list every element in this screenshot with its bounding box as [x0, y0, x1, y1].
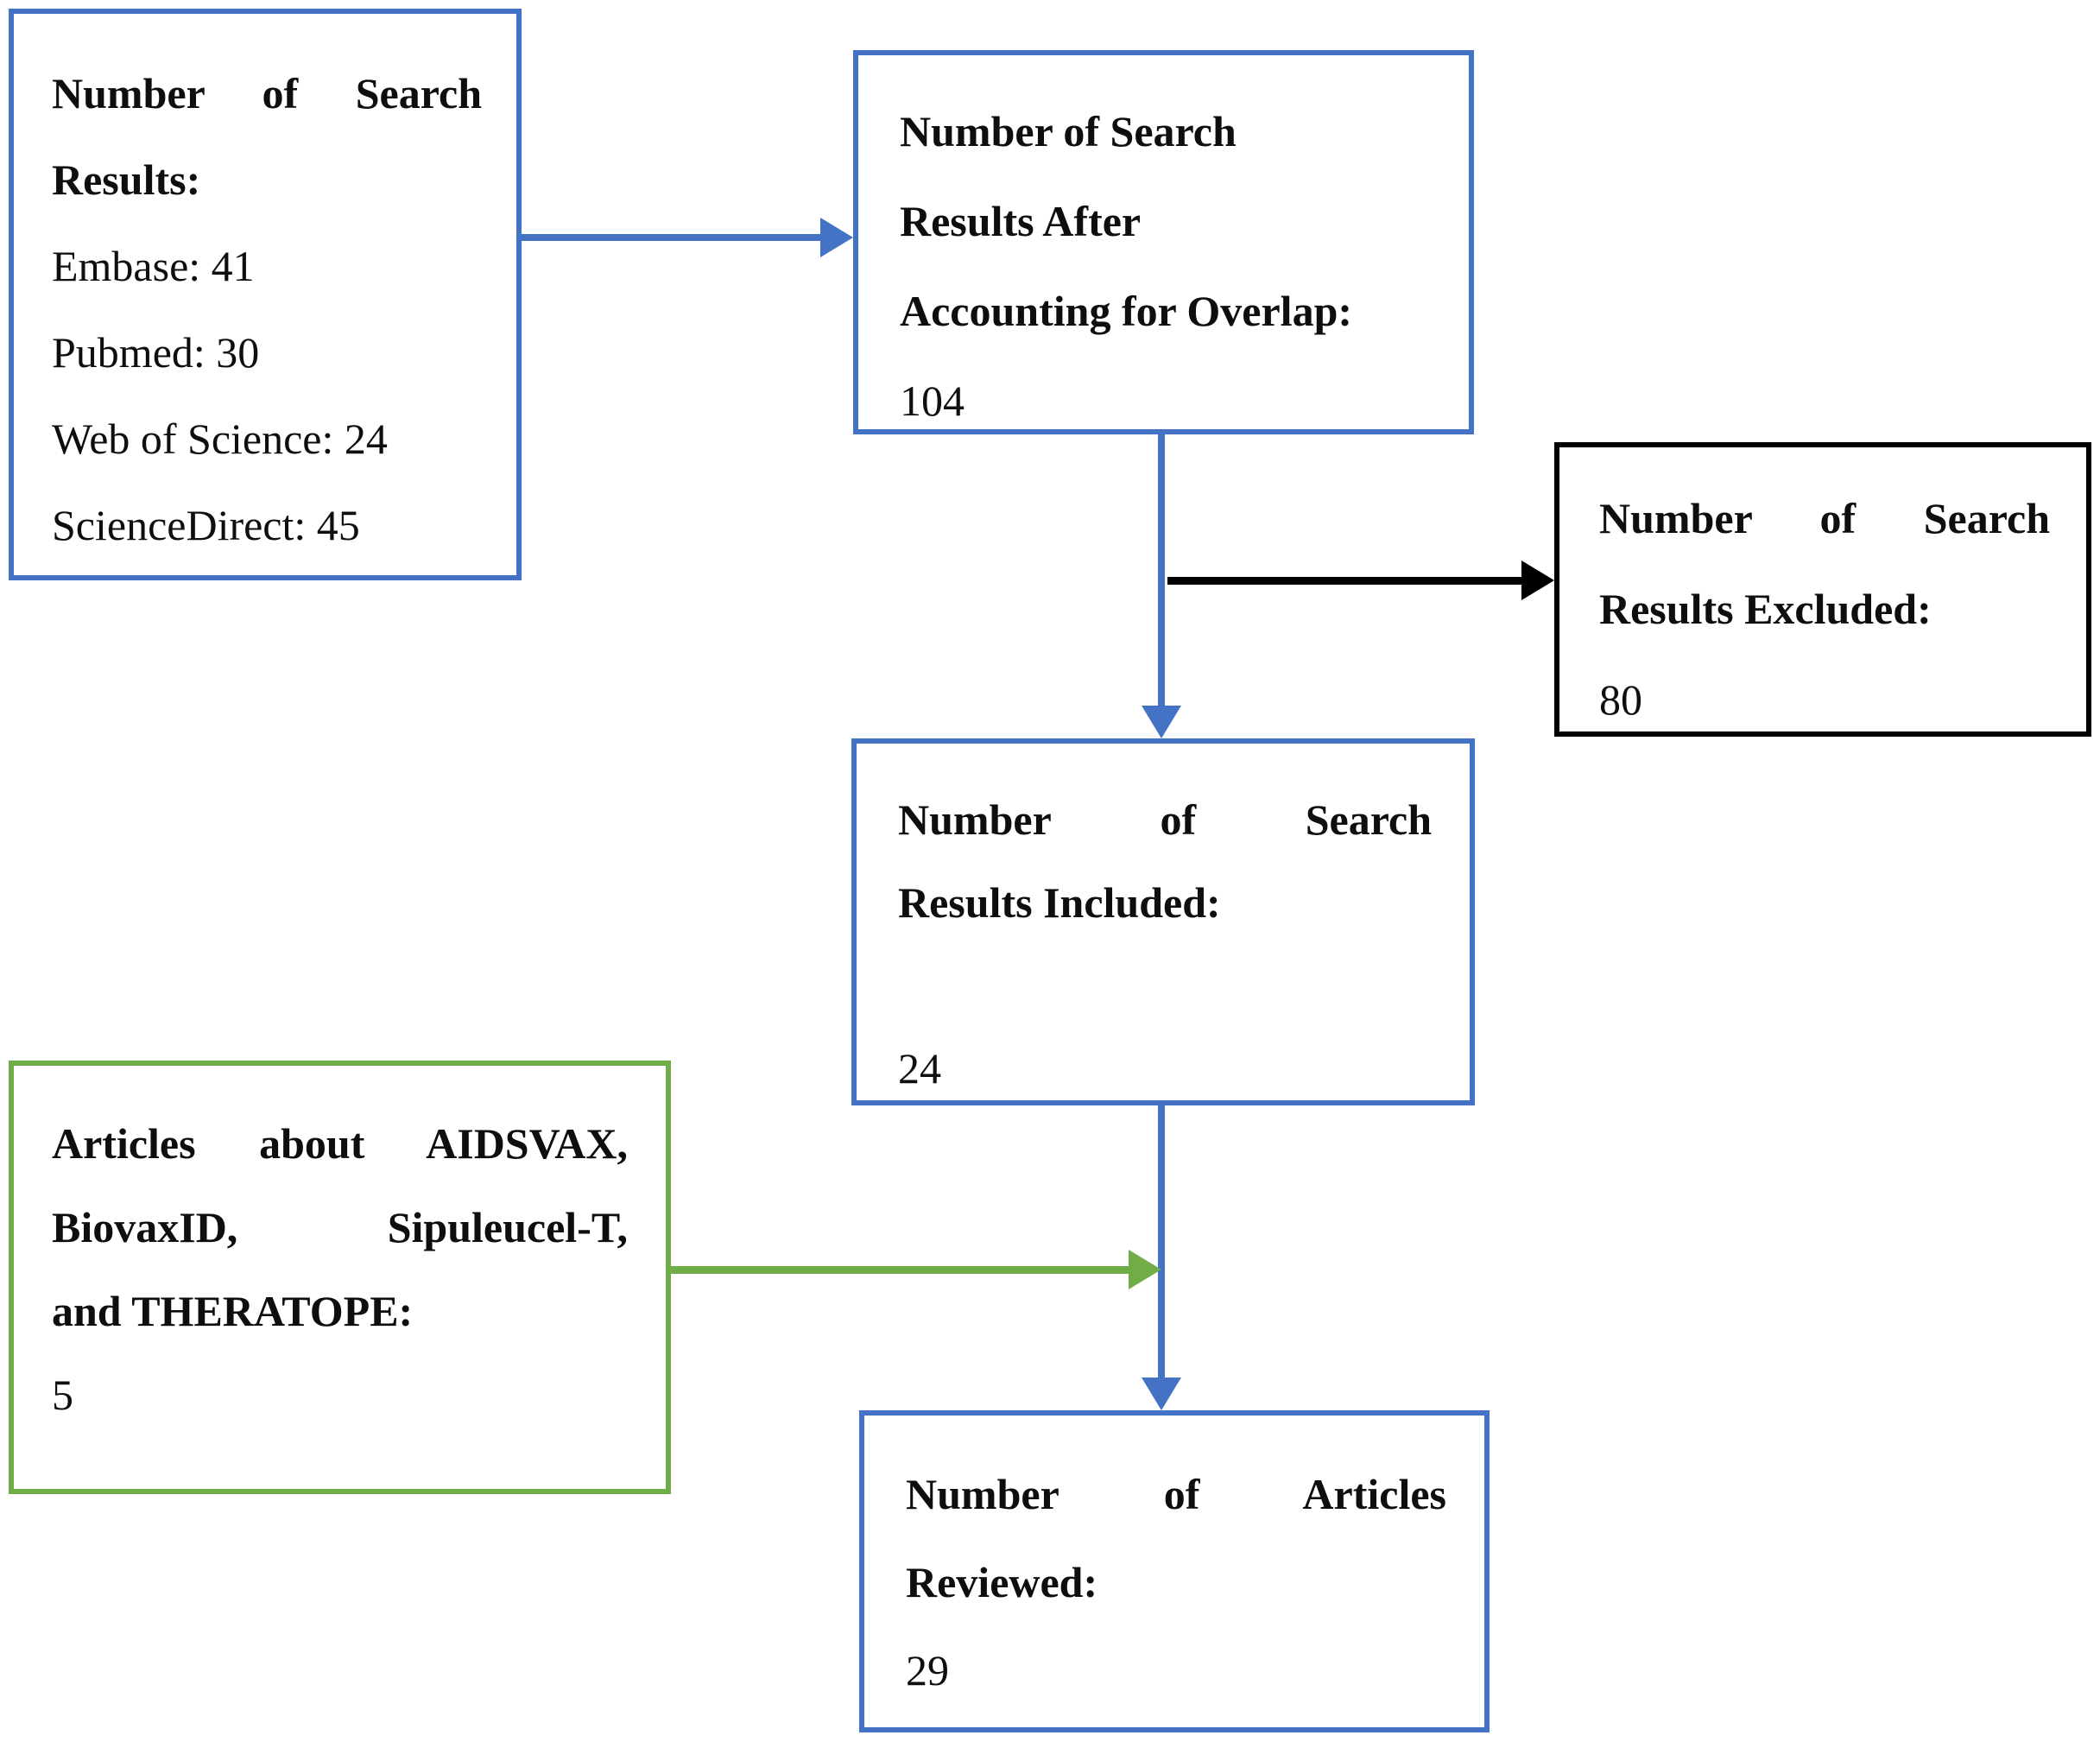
box-reviewed-title-line2: Reviewed: [906, 1558, 1098, 1606]
box-excluded-value: 80 [1599, 675, 1642, 724]
arrow-line [1158, 1105, 1165, 1378]
box-included-value: 24 [898, 1044, 941, 1092]
box-included: Number of Search Results Included: 24 [851, 738, 1475, 1105]
arrow-line [522, 234, 822, 241]
box-articles-title-line3: and THERATOPE: [52, 1287, 414, 1335]
arrow-head-right-icon [1521, 560, 1554, 600]
box-reviewed-title-line1: Number of Articles [906, 1470, 1446, 1518]
box-included-title-line1: Number of Search [898, 795, 1432, 844]
box-after-overlap-title-line2: Results After [900, 197, 1142, 245]
arrow-line [1158, 434, 1165, 706]
arrow-head-right-icon [820, 218, 853, 257]
arrow-line [671, 1266, 1129, 1274]
box-after-overlap-value: 104 [900, 377, 965, 425]
search-results-item-pubmed: Pubmed: 30 [52, 328, 260, 377]
box-included-title-line2: Results Included: [898, 878, 1221, 927]
box-articles-title-line2: BiovaxID, Sipuleucel-T, [52, 1203, 628, 1251]
box-search-results: Number of Search Results: Embase: 41 Pub… [9, 9, 522, 580]
search-results-item-sciencedirect: ScienceDirect: 45 [52, 501, 360, 549]
arrow-head-down-icon [1142, 706, 1181, 738]
box-after-overlap-title-line3: Accounting for Overlap: [900, 287, 1353, 335]
box-after-overlap: Number of Search Results After Accountin… [853, 50, 1474, 434]
box-articles-title-line1: Articles about AIDSVAX, [52, 1119, 628, 1168]
arrow-head-right-icon [1129, 1250, 1161, 1289]
box-search-results-title-line1: Number of Search [52, 69, 482, 117]
box-after-overlap-title-line1: Number of Search [900, 107, 1237, 155]
arrow-line [1167, 577, 1521, 585]
box-excluded-title-line2: Results Excluded: [1599, 585, 1932, 633]
box-reviewed-value: 29 [906, 1646, 949, 1694]
box-reviewed: Number of Articles Reviewed: 29 [859, 1410, 1490, 1732]
search-results-item-webofscience: Web of Science: 24 [52, 415, 388, 463]
box-excluded-title-line1: Number of Search [1599, 494, 2050, 542]
arrow-head-down-icon [1142, 1378, 1181, 1410]
box-search-results-title-line2: Results: [52, 155, 201, 204]
search-results-item-embase: Embase: 41 [52, 242, 255, 290]
box-excluded: Number of Search Results Excluded: 80 [1554, 442, 2091, 737]
box-articles-about: Articles about AIDSVAX, BiovaxID, Sipule… [9, 1061, 671, 1494]
box-articles-value: 5 [52, 1371, 73, 1419]
